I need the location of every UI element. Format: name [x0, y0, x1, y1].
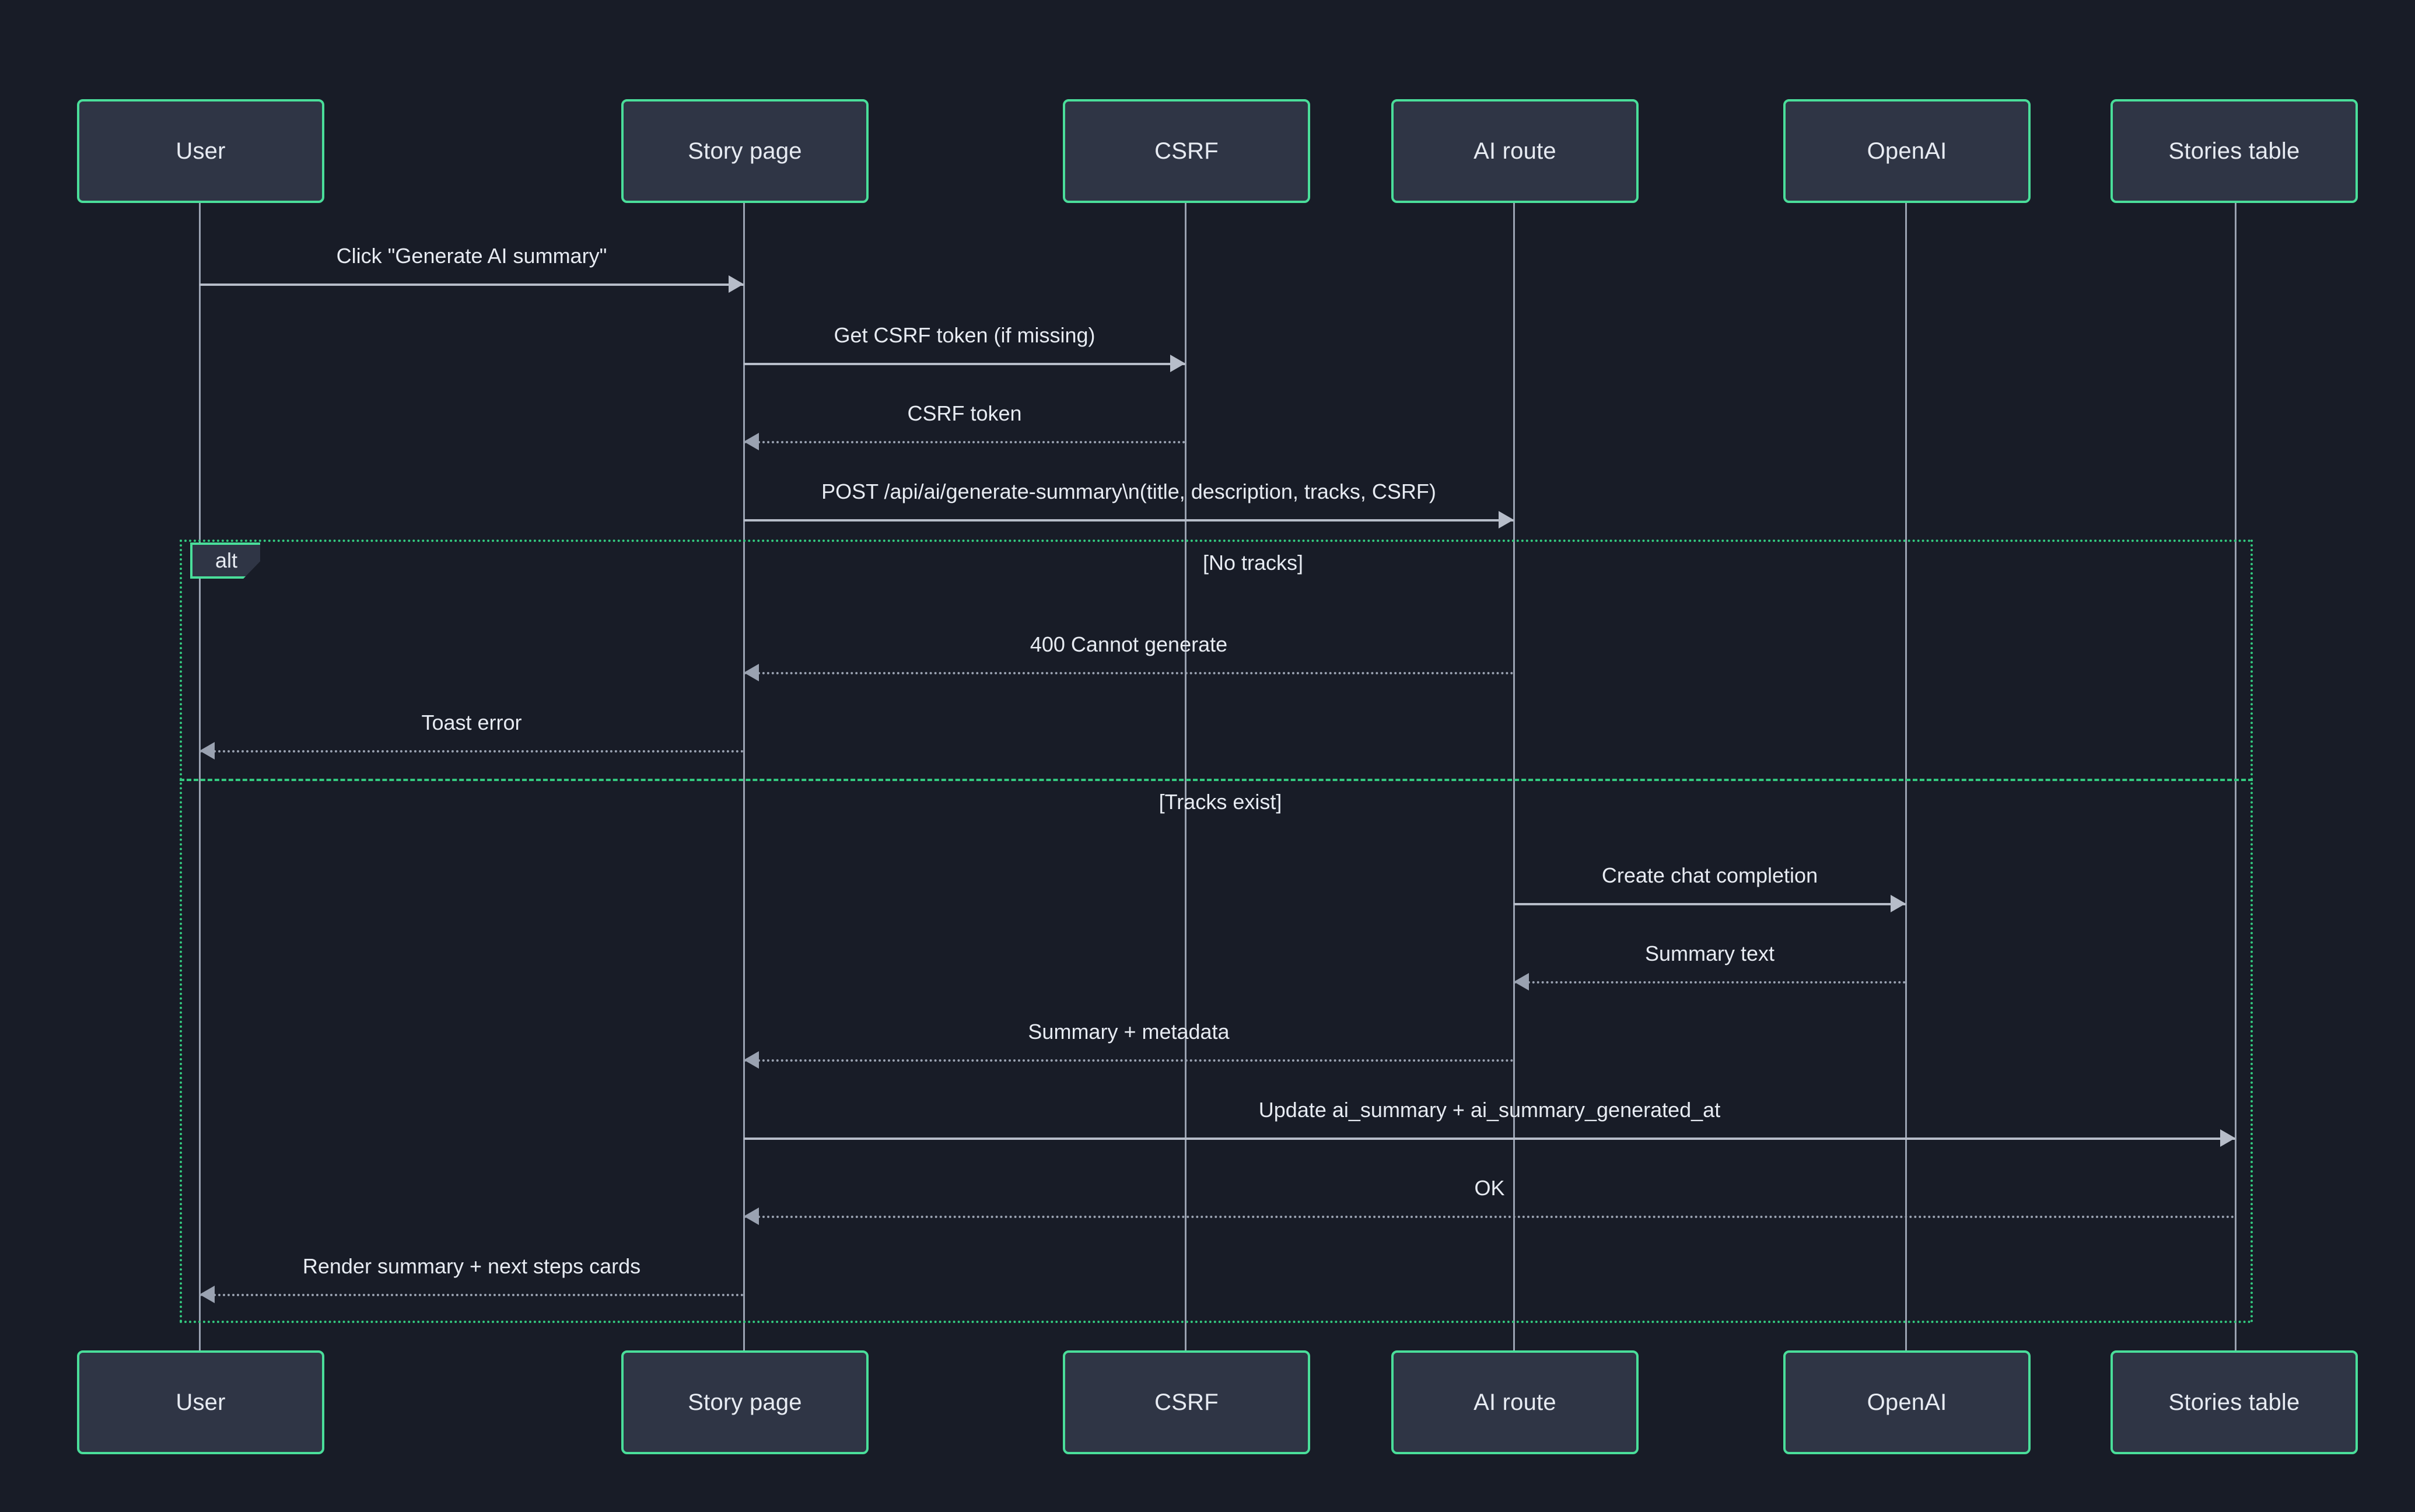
message-label-m5: 400 Cannot generate: [1030, 632, 1228, 656]
arrowhead-left-icon: [200, 742, 215, 760]
participant-bottom-user[interactable]: User: [77, 1350, 324, 1454]
arrowhead-left-icon: [744, 1208, 759, 1225]
participant-label: User: [176, 1389, 226, 1415]
participant-top-csrf[interactable]: CSRF: [1063, 99, 1310, 203]
participant-bottom-stories[interactable]: Stories table: [2110, 1350, 2358, 1454]
message-label-m3: CSRF token: [907, 401, 1022, 425]
message-label-m7: Create chat completion: [1601, 863, 1818, 887]
message-label-m10: Update ai_summary + ai_summary_generated…: [1258, 1098, 1721, 1122]
arrowhead-right-icon: [2220, 1129, 2235, 1147]
participant-top-user[interactable]: User: [77, 99, 324, 203]
participant-top-stories[interactable]: Stories table: [2110, 99, 2358, 203]
participant-label: Story page: [688, 1389, 802, 1415]
message-label-m12: Render summary + next steps cards: [302, 1254, 641, 1278]
arrowhead-right-icon: [1891, 895, 1906, 912]
participant-label: Story page: [688, 138, 802, 164]
participant-top-story[interactable]: Story page: [621, 99, 869, 203]
lifeline-openai: [1905, 203, 1907, 1350]
participant-top-airoute[interactable]: AI route: [1391, 99, 1639, 203]
arrowhead-left-icon: [200, 1286, 215, 1303]
message-label-m9: Summary + metadata: [1028, 1020, 1230, 1044]
participant-label: Stories table: [2168, 138, 2300, 164]
participant-bottom-csrf[interactable]: CSRF: [1063, 1350, 1310, 1454]
lifeline-story: [743, 203, 745, 1350]
message-line: [1514, 981, 1906, 984]
participant-label: User: [176, 138, 226, 164]
fragment-operator-label: alt: [190, 542, 260, 579]
participant-label: AI route: [1474, 138, 1556, 164]
participant-bottom-openai[interactable]: OpenAI: [1783, 1350, 2031, 1454]
message-label-m11: OK: [1474, 1176, 1505, 1200]
arrowhead-left-icon: [1514, 973, 1529, 991]
participant-top-openai[interactable]: OpenAI: [1783, 99, 2031, 203]
participant-label: Stories table: [2168, 1389, 2300, 1415]
participant-label: CSRF: [1154, 138, 1219, 164]
fragment-condition-b1: [No tracks]: [1202, 551, 1304, 575]
message-label-m2: Get CSRF token (if missing): [834, 323, 1096, 347]
lifeline-user: [199, 203, 201, 1350]
message-label-m6: Toast error: [421, 710, 522, 734]
participant-label: OpenAI: [1867, 1389, 1947, 1415]
arrowhead-right-icon: [729, 275, 744, 293]
participant-label: OpenAI: [1867, 138, 1947, 164]
message-line: [744, 1059, 1514, 1062]
message-line: [744, 672, 1514, 674]
message-line: [744, 1138, 2235, 1140]
arrowhead-right-icon: [1499, 511, 1514, 528]
participant-label: AI route: [1474, 1389, 1556, 1415]
message-label-m4: POST /api/ai/generate-summary\n(title, d…: [821, 480, 1436, 503]
arrowhead-left-icon: [744, 1051, 759, 1069]
message-line: [744, 363, 1185, 365]
lifeline-airoute: [1513, 203, 1515, 1350]
message-label-m1: Click "Generate AI summary": [336, 244, 607, 268]
arrowhead-left-icon: [744, 433, 759, 450]
message-line: [200, 1294, 744, 1296]
participant-bottom-airoute[interactable]: AI route: [1391, 1350, 1639, 1454]
alt-fragment: [180, 540, 2253, 1323]
message-line: [1514, 903, 1906, 905]
message-line: [744, 1216, 2235, 1218]
participant-bottom-story[interactable]: Story page: [621, 1350, 869, 1454]
message-line: [744, 441, 1185, 443]
fragment-divider-b2: [180, 779, 2253, 781]
participant-label: CSRF: [1154, 1389, 1219, 1415]
message-line: [200, 284, 744, 286]
message-line: [200, 750, 744, 752]
message-line: [744, 519, 1514, 522]
arrowhead-left-icon: [744, 664, 759, 681]
message-label-m8: Summary text: [1644, 942, 1775, 965]
fragment-condition-b2: [Tracks exist]: [1158, 790, 1282, 814]
arrowhead-right-icon: [1170, 355, 1185, 372]
lifeline-stories: [2235, 203, 2236, 1350]
lifeline-csrf: [1185, 203, 1186, 1350]
